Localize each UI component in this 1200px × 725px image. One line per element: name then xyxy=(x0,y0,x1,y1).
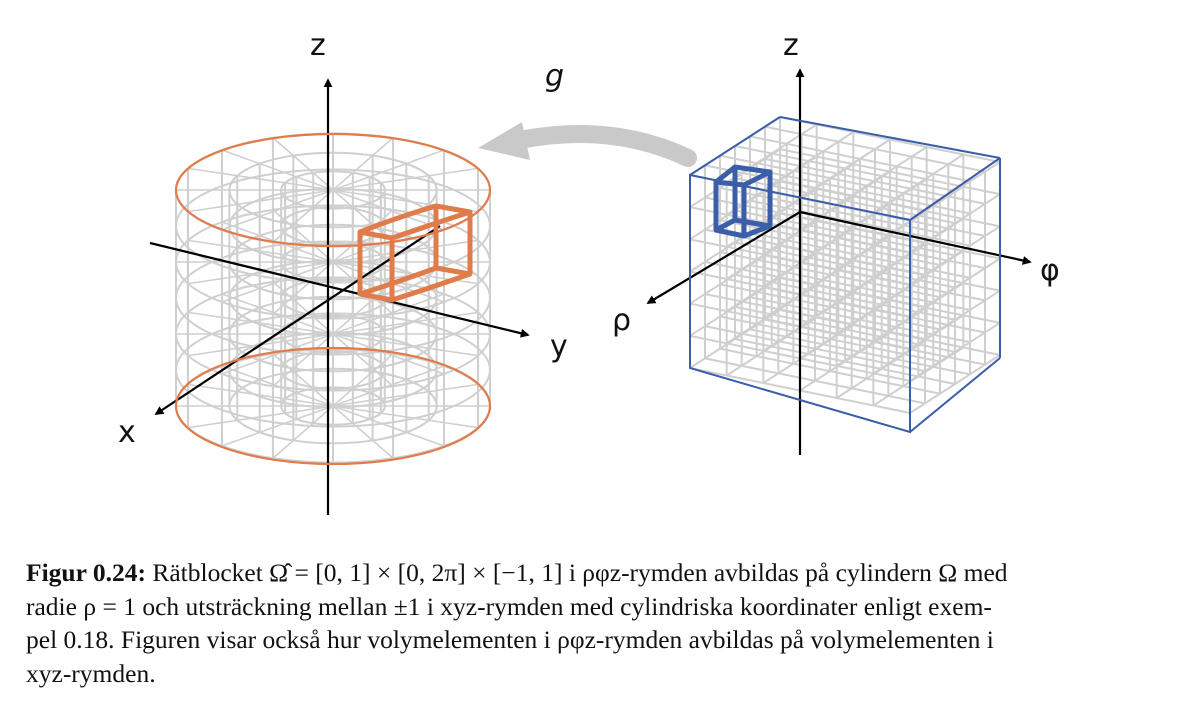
cylinder-grid-spoke xyxy=(332,405,394,459)
cylinder-grid-spoke xyxy=(332,167,479,191)
box-z-label: z xyxy=(783,28,799,63)
cylinder-grid-spoke xyxy=(221,405,334,447)
cylinder-grid-spoke xyxy=(272,333,334,387)
cylinder-grid-spoke xyxy=(332,353,394,407)
cylinder-grid-spoke xyxy=(332,239,479,263)
figure-diagram: z y x g z φ xyxy=(118,28,1060,515)
box-volume-element xyxy=(713,164,773,239)
cylinder-grid-spoke xyxy=(221,189,334,231)
cylinder-grid-spoke xyxy=(272,281,334,335)
cylinder-grid-spoke xyxy=(272,261,334,315)
box-phi-axis xyxy=(799,210,1032,265)
cylinder-grid-spoke xyxy=(272,189,334,243)
caption-line-2: radie ρ = 1 och utsträckning mellan ±1 i… xyxy=(26,591,992,621)
cylinder-grid-spoke xyxy=(332,137,394,191)
cylinder-grid-spoke xyxy=(272,209,334,263)
cylinder-grid-spoke xyxy=(221,293,334,335)
cylinder-grid-spoke xyxy=(332,149,445,191)
caption-line-1: Figur 0.24: Rätblocket Ω̂ = [0, 1] × [0,… xyxy=(26,556,1176,590)
caption-label: Figur 0.24: xyxy=(26,558,146,587)
mapping-arrow: g xyxy=(478,59,697,167)
cylinder-volume-element xyxy=(357,203,473,303)
caption-line-4: xyz-rymden. xyxy=(26,658,156,688)
box-grid-line xyxy=(909,354,1001,414)
cylinder-grid-spoke xyxy=(187,405,334,429)
box-grid-line xyxy=(719,347,941,395)
box-outline xyxy=(689,116,1001,434)
cylinder-grid-spoke xyxy=(332,365,445,407)
cylinder-grid-spoke xyxy=(332,405,445,447)
cylinder-grid-spoke xyxy=(332,261,394,315)
box-phi-label: φ xyxy=(1040,253,1060,288)
caption-line-3: pel 0.18. Figuren visar också hur volyme… xyxy=(26,625,994,654)
cylinder-grid-spoke xyxy=(332,261,445,303)
box-grid-line xyxy=(909,321,1001,382)
cylinder-grid-spoke xyxy=(332,281,394,335)
cylinder-x-label: x xyxy=(118,415,136,450)
cylinder-grid-spoke xyxy=(332,333,394,387)
cylinder-top-rim xyxy=(174,132,492,248)
cylinder-grid-spoke xyxy=(272,405,334,459)
cylinder-grid-spoke xyxy=(221,261,334,303)
cylinder-diagram: z y x xyxy=(118,28,568,515)
cylinder-grid-spoke xyxy=(332,293,445,335)
cylinder-grid-spoke xyxy=(221,365,334,407)
cylinder-grid-spoke xyxy=(272,137,334,191)
cylinder-grid-spoke xyxy=(221,149,334,191)
box-rho-label: ρ xyxy=(612,303,631,338)
caption-line-1-text: Rätblocket Ω̂ = [0, 1] × [0, 2π] × [−1, … xyxy=(152,558,1008,587)
box-rho-axis xyxy=(646,211,801,304)
cylinder-y-label: y xyxy=(550,329,568,364)
cylinder-y-axis xyxy=(149,241,530,338)
figure-caption: Figur 0.24: Rätblocket Ω̂ = [0, 1] × [0,… xyxy=(26,556,1176,690)
mapping-label: g xyxy=(545,59,564,94)
cylinder-z-label: z xyxy=(310,28,326,63)
cylinder-grid-spoke xyxy=(332,383,479,407)
cylinder-grid-spoke xyxy=(332,333,445,375)
box-diagram: z φ ρ xyxy=(612,28,1060,455)
box-grid-line xyxy=(779,309,1001,356)
box-grid xyxy=(689,116,1001,414)
cylinder-bottom-rim xyxy=(174,346,492,466)
cylinder-grid-spoke xyxy=(332,209,394,263)
cylinder-grid-spoke xyxy=(332,189,445,231)
cylinder-grid-spoke xyxy=(272,353,334,407)
box-grid-line xyxy=(704,357,926,405)
cylinder-grid-spoke xyxy=(332,189,394,243)
cylinder-grid-spoke xyxy=(221,333,334,375)
cylinder-grid-spoke xyxy=(187,383,334,407)
